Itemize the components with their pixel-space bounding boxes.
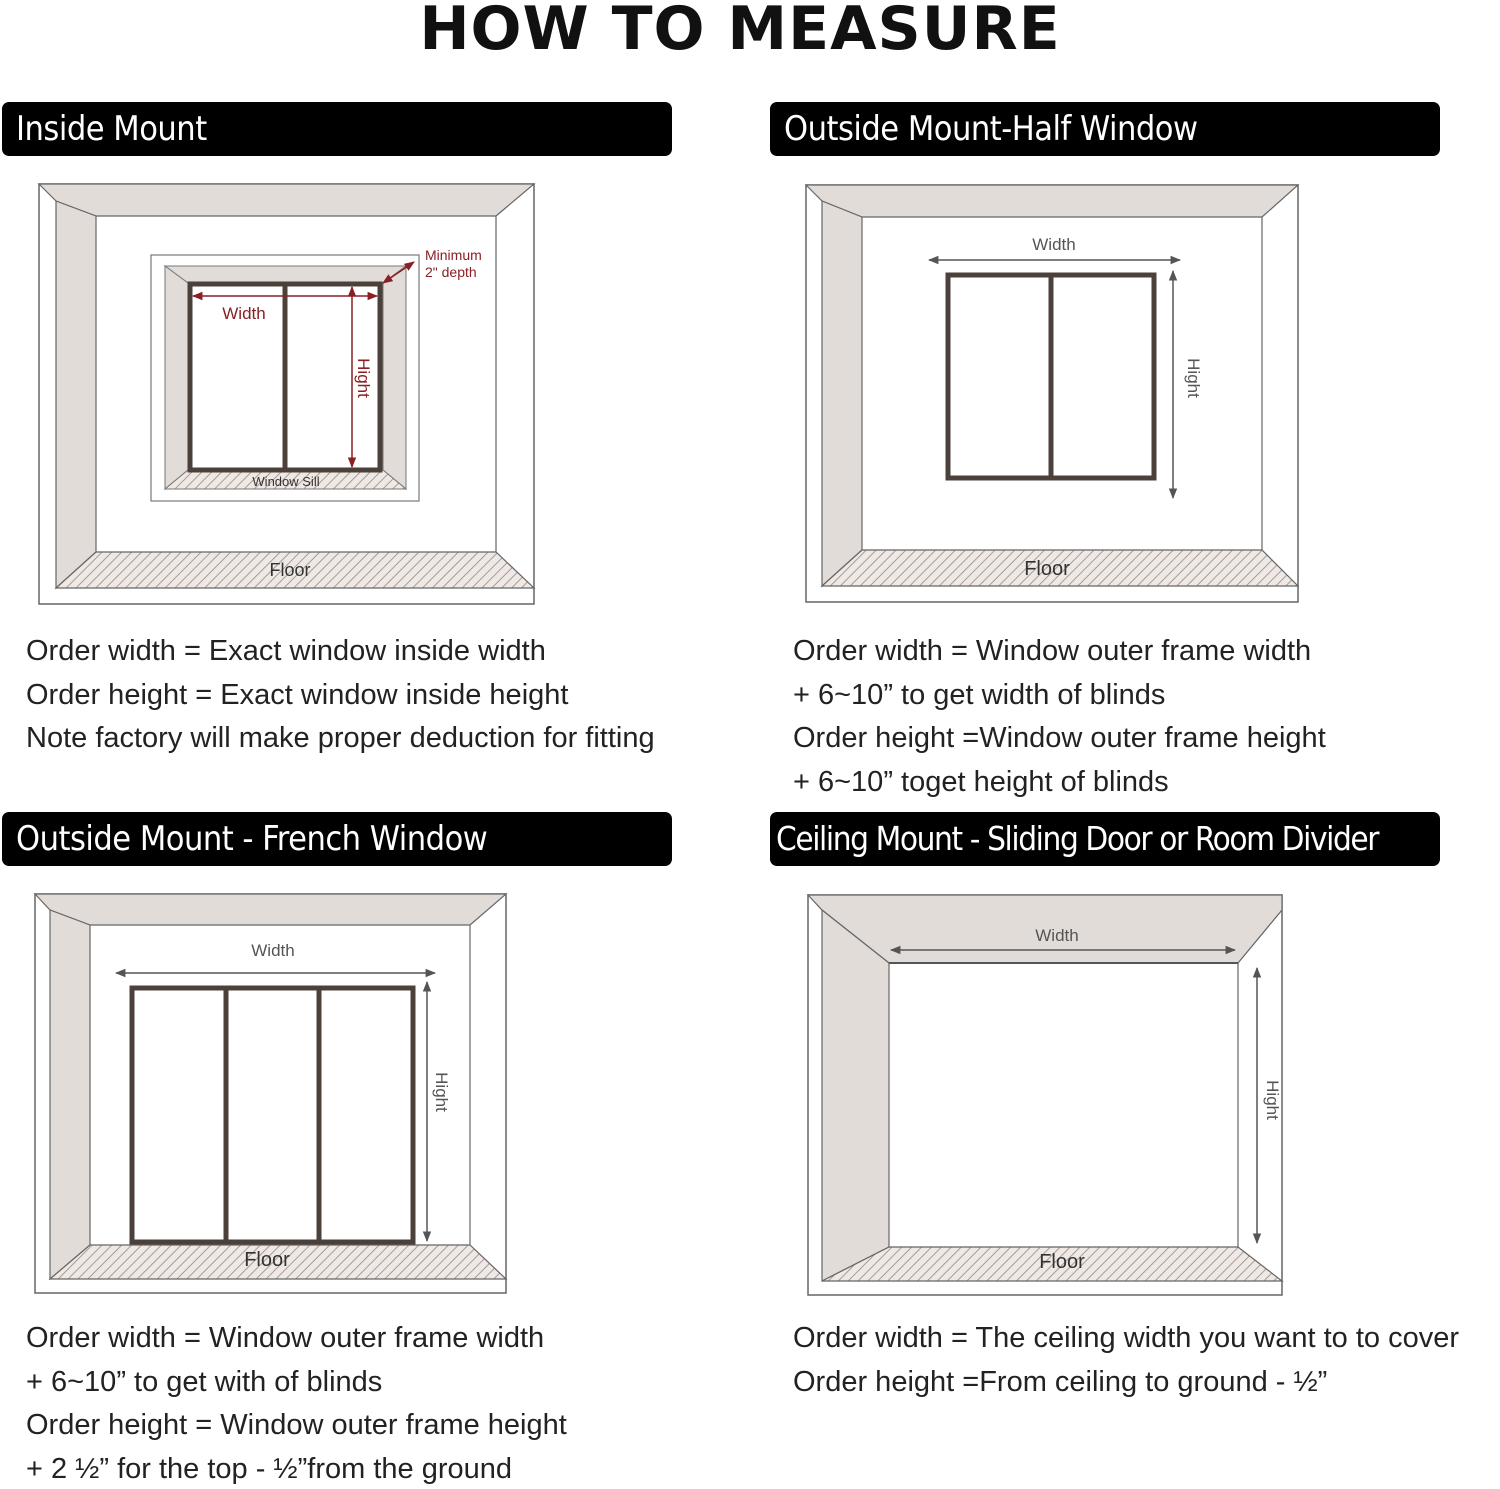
ceiling-floor-label: Floor	[1039, 1251, 1085, 1273]
min-depth-label-line2: 2" depth	[425, 264, 477, 280]
description-line: Order width = Exact window inside width	[26, 635, 546, 667]
french-width-label: Width	[251, 941, 294, 960]
description-line: + 2 ½” for the top - ½”from the ground	[26, 1452, 513, 1485]
inside-floor-label: Floor	[269, 560, 310, 580]
inside-mount-description: Order width = Exact window inside width …	[26, 630, 655, 761]
half-floor-label: Floor	[1024, 558, 1070, 580]
outside-french-window-description: Order width = Window outer frame width +…	[26, 1317, 567, 1489]
outside-half-window-heading: Outside Mount-Half Window	[770, 102, 1440, 156]
inside-height-label: Hight	[354, 358, 373, 398]
description-line: Order height =From ceiling to ground - ½…	[793, 1365, 1328, 1398]
description-line: Order height = Window outer frame height	[26, 1409, 567, 1441]
ceiling-height-label: Hight	[1263, 1080, 1282, 1120]
outside-half-window-description: Order width = Window outer frame width +…	[793, 630, 1326, 804]
outside-french-window-heading: Outside Mount - French Window	[2, 812, 672, 866]
description-line: + 6~10” to get with of blinds	[26, 1365, 383, 1398]
description-line: Order height = Exact window inside heigh…	[26, 678, 569, 711]
window-sill-label: Window Sill	[252, 474, 319, 489]
french-height-label: Hight	[432, 1072, 451, 1112]
description-line: Order width = Window outer frame width	[26, 1322, 545, 1354]
min-depth-label-line1: Minimum	[425, 247, 482, 263]
half-width-label: Width	[1032, 235, 1075, 254]
description-line: Order width = The ceiling width you want…	[793, 1322, 1459, 1354]
ceiling-mount-heading: Ceiling Mount - Sliding Door or Room Div…	[770, 812, 1440, 866]
description-line: Order height =Window outer frame height	[793, 722, 1326, 754]
inside-mount-heading: Inside Mount	[2, 102, 672, 156]
description-line: Note factory will make proper deduction …	[26, 722, 655, 754]
description-line: Order width = Window outer frame width	[793, 635, 1312, 667]
inside-width-label: Width	[222, 304, 265, 323]
page-title: HOW TO MEASURE	[419, 0, 1061, 64]
description-line: + 6~10” to get width of blinds	[793, 678, 1166, 711]
description-line: + 6~10” toget height of blinds	[793, 765, 1169, 798]
ceiling-width-label: Width	[1035, 926, 1078, 945]
ceiling-mount-description: Order width = The ceiling width you want…	[793, 1317, 1459, 1404]
half-height-label: Hight	[1184, 358, 1203, 398]
french-floor-label: Floor	[244, 1249, 290, 1271]
